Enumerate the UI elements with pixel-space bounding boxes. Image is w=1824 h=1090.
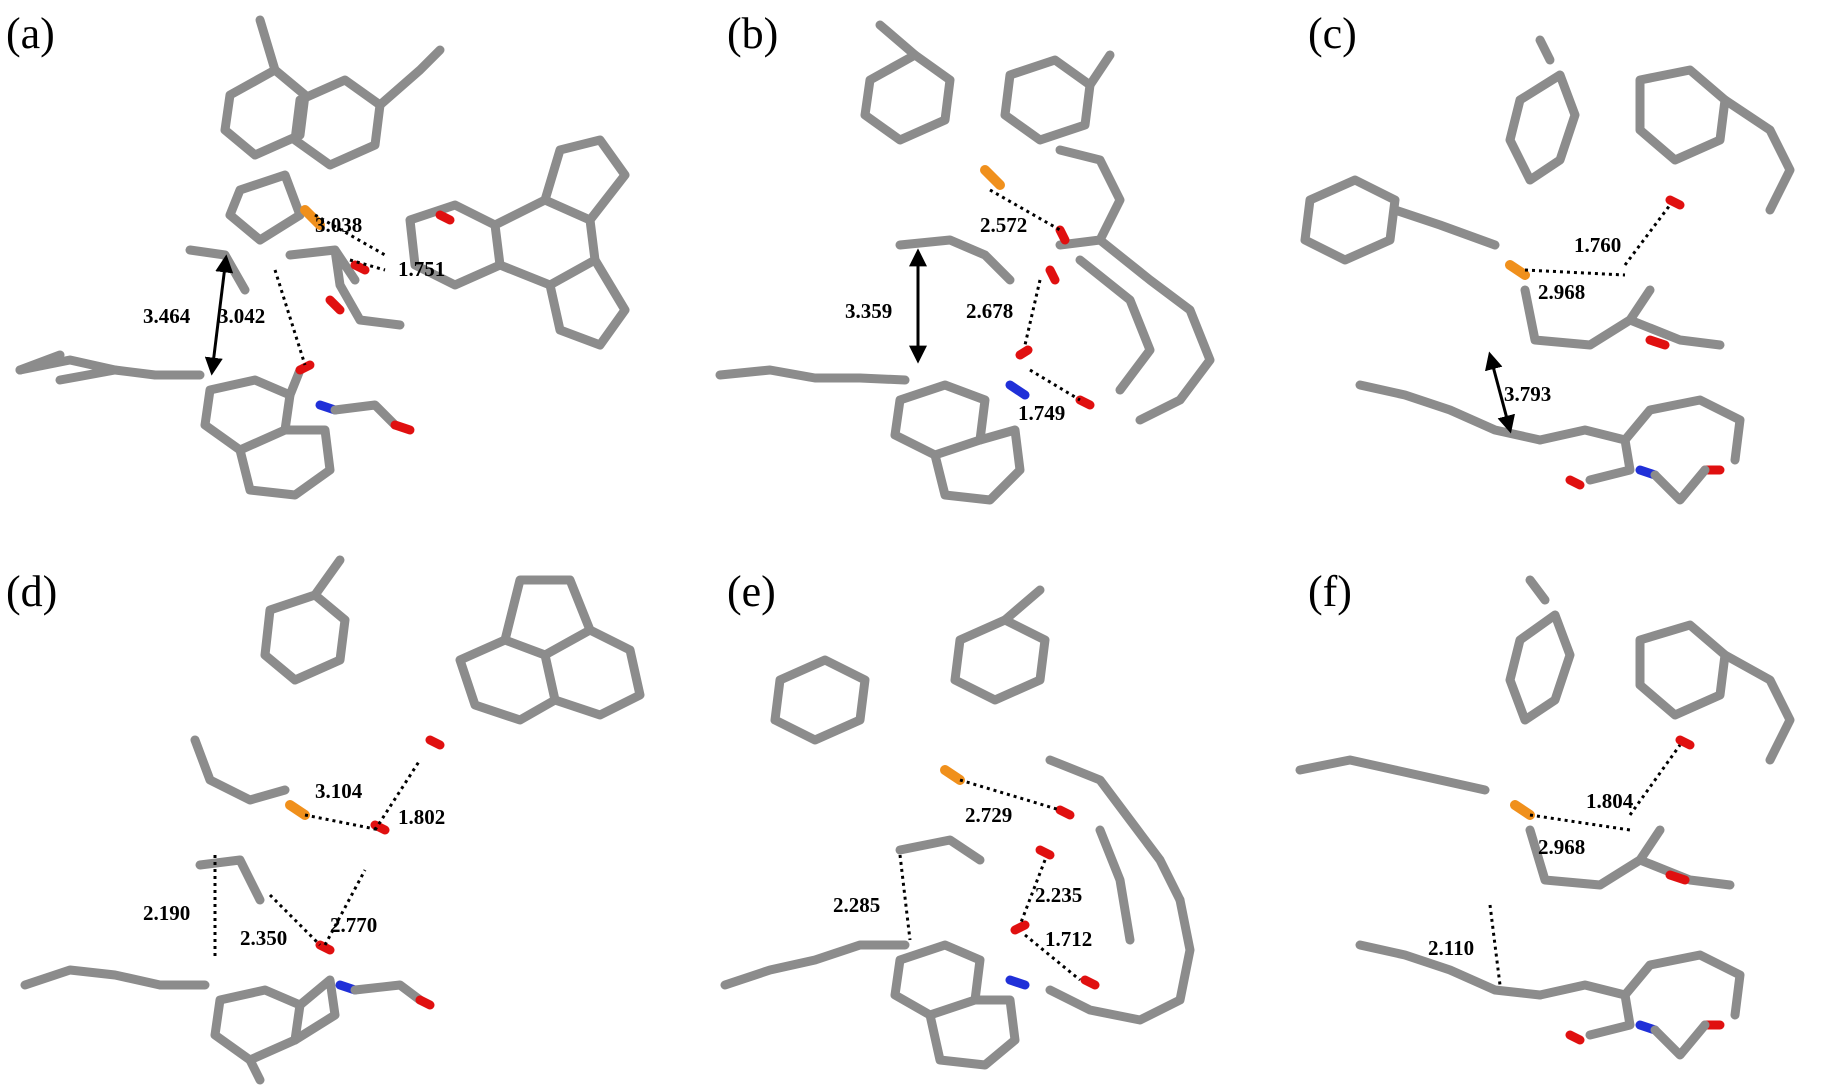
hbond-d-1 xyxy=(304,813,381,832)
panel-label-c: (c) xyxy=(1308,9,1357,58)
molecule-a xyxy=(15,15,630,500)
panel-c: (c) 1.760 2.968 3.793 xyxy=(1300,9,1795,505)
distance-c-3: 3.793 xyxy=(1504,382,1551,406)
distance-e-4: 1.712 xyxy=(1045,927,1092,951)
distance-e-2: 2.285 xyxy=(833,893,880,917)
hbond-e-3 xyxy=(1018,859,1047,926)
distance-a-1: 3.038 xyxy=(315,213,362,237)
distance-f-2: 2.968 xyxy=(1538,835,1585,859)
arrow-c xyxy=(1485,351,1515,434)
panel-f: (f) 1.804 2.968 2.110 xyxy=(1295,567,1795,1060)
distance-e-3: 2.235 xyxy=(1035,883,1082,907)
panel-d: (d) 3.104 1.802 2.190 2.350 2.770 xyxy=(6,555,645,1085)
hbond-e-2 xyxy=(898,854,912,941)
distance-c-1: 1.760 xyxy=(1574,233,1621,257)
panel-label-a: (a) xyxy=(6,9,55,58)
panel-label-b: (b) xyxy=(727,9,778,58)
distance-f-3: 2.110 xyxy=(1428,936,1474,960)
distance-b-2: 3.359 xyxy=(845,299,892,323)
hbond-c-2 xyxy=(1524,268,1626,277)
hbond-f-3 xyxy=(1488,904,1502,986)
hbond-f-2 xyxy=(1529,813,1631,832)
hbond-d-5 xyxy=(323,869,367,946)
distance-a-4: 3.042 xyxy=(218,304,265,328)
panel-a: (a) xyxy=(6,9,630,500)
distance-d-1: 3.104 xyxy=(315,779,363,803)
distance-d-2: 1.802 xyxy=(398,805,445,829)
arrow-a xyxy=(204,254,234,376)
molecule-f xyxy=(1295,575,1795,1060)
distance-d-3: 2.190 xyxy=(143,901,190,925)
panel-label-e: (e) xyxy=(727,567,776,616)
hbond-f-1 xyxy=(1628,744,1682,816)
hbond-b-2 xyxy=(1023,279,1042,346)
panel-label-f: (f) xyxy=(1308,567,1352,616)
panel-label-d: (d) xyxy=(6,567,57,616)
molecule-d xyxy=(20,555,645,1085)
distance-b-3: 2.678 xyxy=(966,299,1013,323)
hbond-e-4 xyxy=(1024,933,1081,982)
distance-a-2: 1.751 xyxy=(398,257,445,281)
distance-d-4: 2.350 xyxy=(240,926,287,950)
hbond-a-3 xyxy=(273,269,307,366)
hbond-c-1 xyxy=(1623,204,1672,266)
molecule-c xyxy=(1300,35,1795,505)
distance-e-1: 2.729 xyxy=(965,803,1012,827)
distance-f-1: 1.804 xyxy=(1586,789,1634,813)
molecule-b xyxy=(715,20,1215,505)
distance-a-3: 3.464 xyxy=(143,304,191,328)
hbond-b-3 xyxy=(1029,368,1081,402)
panel-e: (e) 2.729 2.285 2.235 1.712 xyxy=(720,567,1195,1070)
hbond-a-2 xyxy=(349,258,386,272)
hbond-d-4 xyxy=(268,893,322,947)
panel-b: (b) 2.572 3.359 2.678 1.749 xyxy=(715,9,1215,505)
distance-c-2: 2.968 xyxy=(1538,280,1585,304)
distance-b-4: 1.749 xyxy=(1018,401,1065,425)
distance-d-5: 2.770 xyxy=(330,913,377,937)
distance-b-1: 2.572 xyxy=(980,213,1027,237)
molecule-e xyxy=(720,585,1195,1070)
